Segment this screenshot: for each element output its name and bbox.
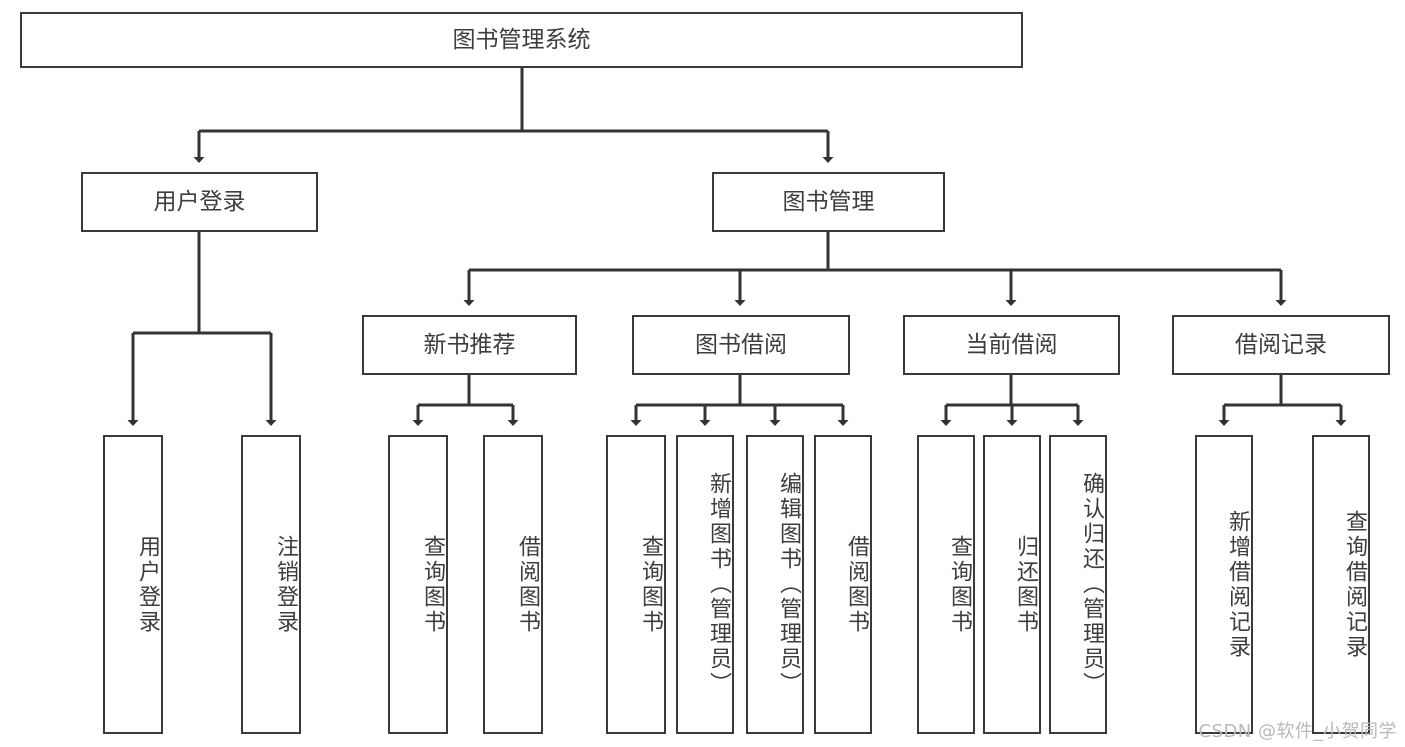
node-leaf-query-book-2-label: 查询图书 [638, 534, 663, 635]
node-leaf-user-login-label: 用户登录 [135, 534, 160, 635]
watermark: CSDN @软件_小贺同学 [1198, 721, 1397, 742]
node-leaf-borrow-book-1-label: 借阅图书 [515, 534, 540, 635]
node-leaf-add-book-label: 新增图书（管理员） [706, 472, 731, 697]
node-root[interactable]: 图书管理系统 [20, 12, 1023, 68]
node-leaf-query-book-1-label: 查询图书 [420, 534, 445, 635]
node-leaf-query-book-2[interactable]: 查询图书 [606, 435, 666, 734]
node-leaf-return-book[interactable]: 归还图书 [983, 435, 1041, 734]
node-leaf-borrow-book-1[interactable]: 借阅图书 [483, 435, 543, 734]
node-leaf-add-record[interactable]: 新增借阅记录 [1195, 435, 1253, 734]
node-leaf-borrow-book-2-label: 借阅图书 [844, 534, 869, 635]
node-leaf-edit-book[interactable]: 编辑图书（管理员） [746, 435, 804, 734]
node-root-label: 图书管理系统 [452, 26, 591, 53]
node-book-manage-label: 图书管理 [782, 188, 875, 215]
node-user-login[interactable]: 用户登录 [81, 172, 318, 232]
node-leaf-add-book[interactable]: 新增图书（管理员） [676, 435, 734, 734]
node-book-borrow[interactable]: 图书借阅 [632, 315, 850, 375]
node-leaf-edit-book-label: 编辑图书（管理员） [776, 472, 801, 697]
node-leaf-confirm-return-label: 确认归还（管理员） [1079, 472, 1104, 697]
node-leaf-borrow-book-2[interactable]: 借阅图书 [814, 435, 872, 734]
node-user-login-label: 用户登录 [153, 188, 246, 215]
node-leaf-query-book-3[interactable]: 查询图书 [917, 435, 975, 734]
node-new-book-rec[interactable]: 新书推荐 [362, 315, 577, 375]
node-book-borrow-label: 图书借阅 [695, 331, 787, 358]
node-leaf-logout[interactable]: 注销登录 [241, 435, 301, 734]
node-leaf-query-book-3-label: 查询图书 [947, 534, 972, 635]
node-leaf-add-record-label: 新增借阅记录 [1225, 509, 1250, 660]
node-current-borrow[interactable]: 当前借阅 [903, 315, 1120, 375]
node-leaf-confirm-return[interactable]: 确认归还（管理员） [1049, 435, 1107, 734]
node-leaf-query-book-1[interactable]: 查询图书 [388, 435, 448, 734]
node-new-book-rec-label: 新书推荐 [423, 331, 516, 358]
node-leaf-logout-label: 注销登录 [273, 534, 298, 635]
node-leaf-return-book-label: 归还图书 [1013, 534, 1038, 635]
node-leaf-query-record[interactable]: 查询借阅记录 [1312, 435, 1370, 734]
node-borrow-record[interactable]: 借阅记录 [1172, 315, 1390, 375]
node-leaf-user-login[interactable]: 用户登录 [103, 435, 163, 734]
node-current-borrow-label: 当前借阅 [965, 331, 1058, 358]
node-leaf-query-record-label: 查询借阅记录 [1342, 509, 1367, 660]
node-borrow-record-label: 借阅记录 [1235, 331, 1327, 358]
node-book-manage[interactable]: 图书管理 [712, 172, 945, 232]
